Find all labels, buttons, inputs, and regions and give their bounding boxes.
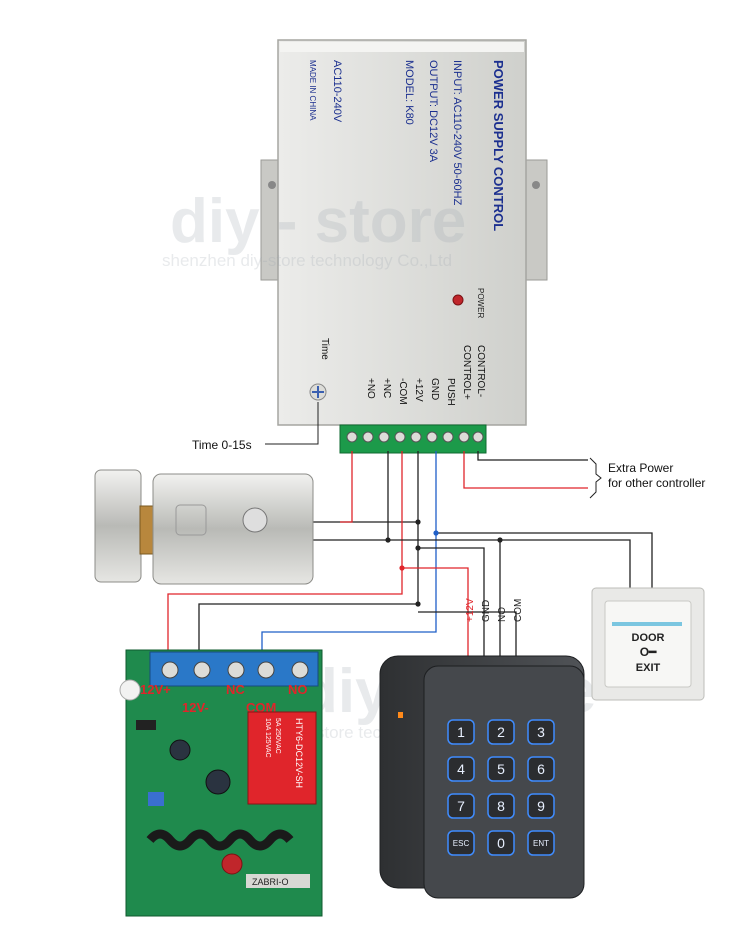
keypad-wire-label-gnd: GND [481,600,492,622]
terminal-label-12v: +12V [413,378,424,402]
keypad-key-9[interactable]: 9 [527,793,555,819]
keypad-key-label: 2 [497,724,505,740]
relay-terminal-no: NO [288,682,308,697]
keypad-key-3[interactable]: 3 [527,719,555,745]
lock-body [152,473,314,585]
electric-lock [94,469,314,585]
terminal-label-control-plus: CONTROL+ [461,345,472,400]
keypad-wire-label-com: COM [513,599,524,622]
psu-made-in: MADE IN CHINA [308,60,317,121]
keypad-key-label: ENT [533,839,549,848]
keypad-wire-label-no: NO [497,607,508,622]
exit-button-exit-label: EXIT [636,662,661,674]
keypad-key-5[interactable]: 5 [487,756,515,782]
keypad-key-label: 6 [537,761,545,777]
terminal-label-com: -COM [397,378,408,405]
junction-dots [385,519,503,607]
relay-terminal-12v-minus: 12V- [182,700,209,715]
keypad-key-8[interactable]: 8 [487,793,515,819]
relay-terminal-nc: NC [226,682,245,697]
keypad-key-label: 8 [497,798,505,814]
psu-label-block: POWER SUPPLY CONTROL INPUT: AC110-240V 5… [308,60,506,231]
wireless-relay-board: 12V+ 12V- NC COM NO HTY6-DC12V-SH 10A 12… [119,649,323,917]
psu-model: MODEL: K80 [403,60,415,125]
terminal-label-nc: +NC [381,378,392,398]
time-knob-label: Time [319,338,330,360]
wire-no-exit [500,539,631,588]
extra-power-brace [589,457,602,499]
relay-rating-1: 10A 125VAC [264,718,271,758]
relay-terminal-com: COM [246,700,276,715]
psu-input-spec: INPUT: AC110-240V 50-60HZ [451,60,463,206]
lock-cylinder-icon [242,507,268,533]
keypad-key-2[interactable]: 2 [487,719,515,745]
relay-module [247,711,317,805]
keypad-key-label: 7 [457,798,465,814]
exit-button[interactable]: DOOR O━ EXIT [591,587,705,701]
watermark-brand: diy - store [170,187,466,256]
keypad-key-7[interactable]: 7 [447,793,475,819]
keypad-key-label: 1 [457,724,465,740]
keypad-key-label: 9 [537,798,545,814]
wire-12v-keypad [402,567,469,660]
wire-com [340,451,353,523]
relay-chip-text: ZABRI-O [252,877,289,887]
key-icon: O━ [640,645,657,659]
keypad-key-esc[interactable]: ESC [447,830,475,856]
keypad-key-0[interactable]: 0 [487,830,515,856]
power-led-icon [452,294,464,306]
psu-title: POWER SUPPLY CONTROL [491,60,506,231]
keypad-key-4[interactable]: 4 [447,756,475,782]
keypad-key-label: ESC [453,839,470,848]
keypad-key-ent[interactable]: ENT [527,830,555,856]
extra-power-note-line1: Extra Power [608,461,673,475]
keypad-key-label: 3 [537,724,545,740]
terminal-label-push: PUSH [445,378,456,406]
wire-push [261,451,437,658]
wire-push-exit [436,532,653,588]
watermark-company: shenzhen diy-store technology Co.,Ltd [162,251,452,270]
keypad-key-label: 4 [457,761,465,777]
wire-gnd-keypad [418,547,485,660]
keypad-key-label: 5 [497,761,505,777]
terminal-label-gnd: GND [429,378,440,400]
wire-control-plus [463,451,588,489]
terminal-label-control-minus: CONTROL- [475,345,486,397]
relay-terminal-12v-plus: 12V+ [140,682,171,697]
wire-no [312,451,389,541]
wire-control-minus [477,451,588,461]
wire-12v [167,451,403,658]
wire-com-keypad [418,611,517,660]
exit-button-door-label: DOOR [632,632,665,644]
keypad-wire-label-12v: +12V [465,598,476,622]
power-led-label: POWER [476,288,485,318]
keypad-key-1[interactable]: 1 [447,719,475,745]
keypad-status-led [398,712,403,718]
lock-strike-plate [94,469,142,583]
relay-rating-2: 5A 250VAC [274,718,281,754]
time-range-note: Time 0-15s [192,438,252,452]
psu-output-spec: OUTPUT: DC12V 3A [427,60,439,163]
terminal-label-no: +NO [365,378,376,399]
psu-ac-range: AC110-240V [331,60,343,123]
keypad-key-6[interactable]: 6 [527,756,555,782]
extra-power-note-line2: for other controller [608,476,705,490]
power-supply-unit: POWER SUPPLY CONTROL INPUT: AC110-240V 5… [260,39,548,454]
keypad-key-label: 0 [497,835,505,851]
relay-model-text: HTY6-DC12V-SH [294,718,304,788]
antenna-coil [146,829,294,851]
